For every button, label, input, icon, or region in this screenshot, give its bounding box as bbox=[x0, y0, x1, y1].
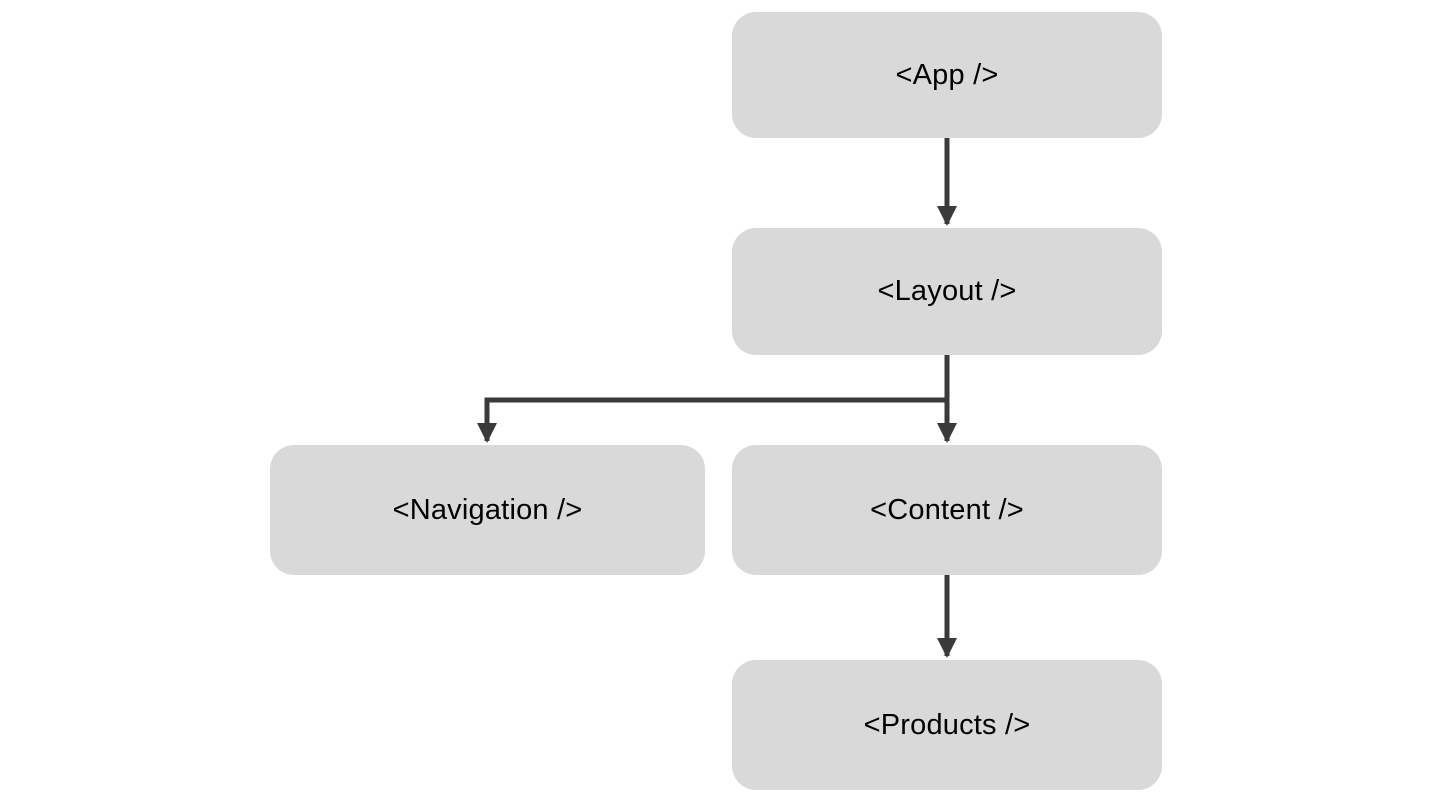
node-content-label: <Content /> bbox=[870, 493, 1024, 526]
connector-layout-navigation bbox=[477, 397, 947, 443]
node-app: <App /> bbox=[732, 12, 1162, 138]
node-app-label: <App /> bbox=[895, 58, 999, 91]
node-products: <Products /> bbox=[732, 660, 1162, 790]
node-products-label: <Products /> bbox=[863, 708, 1031, 741]
node-content: <Content /> bbox=[732, 445, 1162, 575]
node-layout: <Layout /> bbox=[732, 228, 1162, 355]
node-navigation-label: <Navigation /> bbox=[392, 493, 583, 526]
node-navigation: <Navigation /> bbox=[270, 445, 705, 575]
node-layout-label: <Layout /> bbox=[877, 275, 1017, 307]
